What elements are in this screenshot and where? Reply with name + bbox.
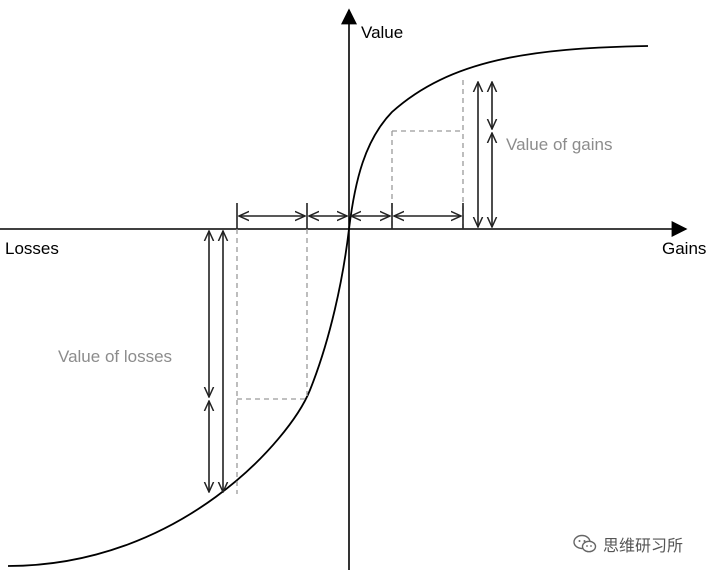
guide-lines: [236, 80, 464, 494]
watermark: 思维研习所: [573, 533, 683, 555]
losses-value-arrows: [209, 231, 223, 492]
x-axis-positive-label: Gains: [662, 239, 706, 258]
axes: [0, 8, 688, 570]
value-curve: [7, 45, 649, 567]
gains-value-arrows: [478, 82, 492, 227]
x-axis-negative-label: Losses: [5, 239, 59, 258]
watermark-text: 思维研习所: [603, 536, 684, 555]
value-of-gains-label: Value of gains: [506, 135, 612, 154]
value-of-losses-label: Value of losses: [58, 347, 172, 366]
wechat-icon: [573, 534, 597, 553]
y-axis-label: Value: [361, 23, 403, 42]
tick-marks: [236, 203, 464, 229]
